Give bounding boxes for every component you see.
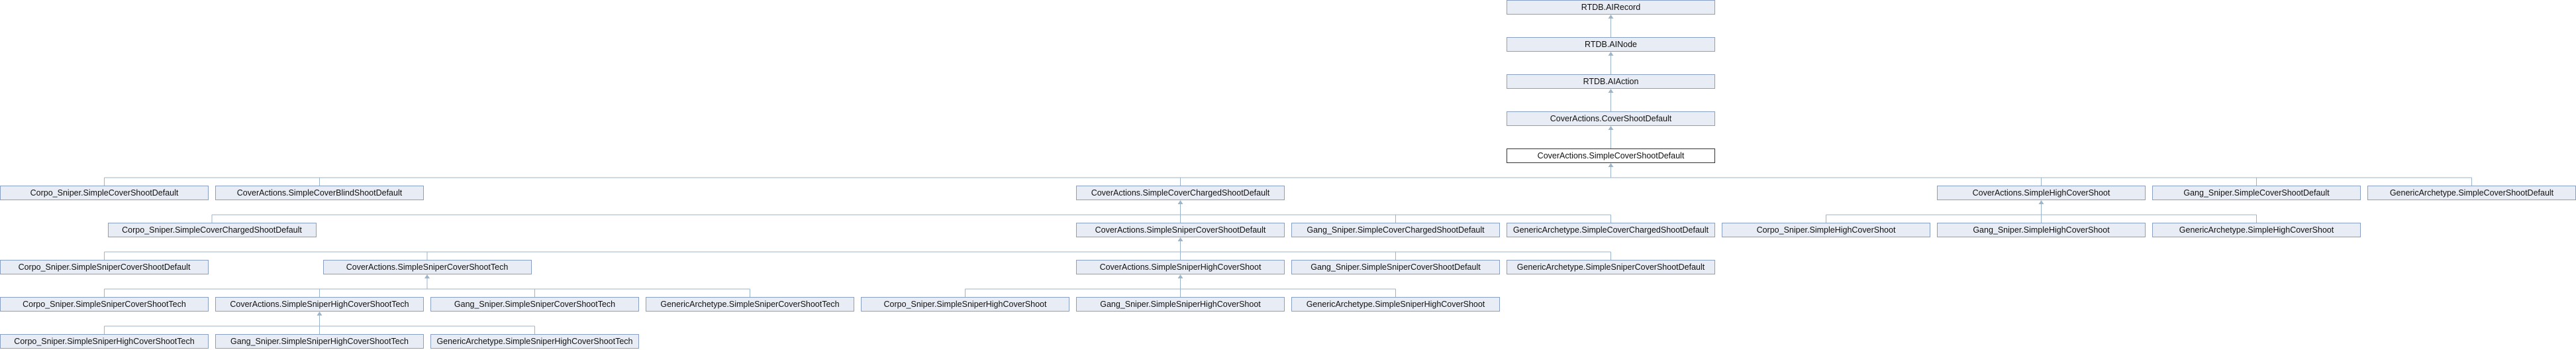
edge-arrowhead (1608, 126, 1614, 130)
class-node-generic-high[interactable]: GenericArchetype.SimpleHighCoverShoot (2152, 223, 2361, 237)
edge-arrowhead (1608, 52, 1614, 56)
class-node-corpo-simplecover[interactable]: Corpo_Sniper.SimpleCoverShootDefault (0, 186, 209, 200)
class-node-gang-sniperhightech[interactable]: Gang_Sniper.SimpleSniperHighCoverShootTe… (215, 334, 424, 349)
class-node-gang-charged[interactable]: Gang_Sniper.SimpleCoverChargedShootDefau… (1291, 223, 1500, 237)
class-node-corpo-snipercover[interactable]: Corpo_Sniper.SimpleSniperCoverShootDefau… (0, 260, 209, 274)
class-node-sniperhighcover[interactable]: CoverActions.SimpleSniperHighCoverShoot (1076, 260, 1285, 274)
class-node-highcovershoot[interactable]: CoverActions.SimpleHighCoverShoot (1937, 186, 2146, 200)
class-node-generic-sniperhightech[interactable]: GenericArchetype.SimpleSniperHighCoverSh… (430, 334, 639, 349)
class-node-corpo-high[interactable]: Corpo_Sniper.SimpleHighCoverShoot (1722, 223, 1930, 237)
class-node-generic-snipertech[interactable]: GenericArchetype.SimpleSniperCoverShootT… (646, 297, 854, 312)
class-node-generic-simplecover[interactable]: GenericArchetype.SimpleCoverShootDefault (2367, 186, 2576, 200)
edge-arrowhead (1177, 274, 1183, 278)
class-node-gang-high[interactable]: Gang_Sniper.SimpleHighCoverShoot (1937, 223, 2146, 237)
class-node-covershootdefault[interactable]: CoverActions.CoverShootDefault (1507, 111, 1715, 126)
class-node-gang-simplecover[interactable]: Gang_Sniper.SimpleCoverShootDefault (2152, 186, 2361, 200)
class-node-sniperhightech[interactable]: CoverActions.SimpleSniperHighCoverShootT… (215, 297, 424, 312)
class-node-gang-snipertech[interactable]: Gang_Sniper.SimpleSniperCoverShootTech (430, 297, 639, 312)
class-node-gang-sniperhigh[interactable]: Gang_Sniper.SimpleSniperHighCoverShoot (1076, 297, 1285, 312)
edge-arrowhead (2038, 200, 2044, 204)
class-node-snipercovertech[interactable]: CoverActions.SimpleSniperCoverShootTech (322, 260, 532, 274)
edge-arrowhead (1177, 200, 1183, 204)
class-node-airecord[interactable]: RTDB.AIRecord (1507, 0, 1715, 15)
edge-arrowhead (317, 312, 322, 316)
class-node-aiaction[interactable]: RTDB.AIAction (1507, 74, 1715, 89)
edge-arrowhead (1608, 89, 1614, 93)
class-node-simplecovershootdefault: CoverActions.SimpleCoverShootDefault (1507, 148, 1715, 163)
edge-arrowhead (424, 274, 430, 278)
class-node-generic-charged[interactable]: GenericArchetype.SimpleCoverChargedShoot… (1507, 223, 1715, 237)
class-node-generic-snipercover[interactable]: GenericArchetype.SimpleSniperCoverShootD… (1507, 260, 1715, 274)
class-node-snipercovershoot[interactable]: CoverActions.SimpleSniperCoverShootDefau… (1076, 223, 1285, 237)
edge-arrowhead (1608, 163, 1614, 167)
class-node-corpo-snipertech[interactable]: Corpo_Sniper.SimpleSniperCoverShootTech (0, 297, 209, 312)
class-node-gang-snipercover[interactable]: Gang_Sniper.SimpleSniperCoverShootDefaul… (1291, 260, 1500, 274)
edge-arrowhead (1177, 237, 1183, 241)
edge-arrowhead (1608, 15, 1614, 19)
class-node-chargedshoot[interactable]: CoverActions.SimpleCoverChargedShootDefa… (1076, 186, 1285, 200)
class-node-corpo-charged[interactable]: Corpo_Sniper.SimpleCoverChargedShootDefa… (107, 223, 317, 237)
class-node-blindshoot[interactable]: CoverActions.SimpleCoverBlindShootDefaul… (215, 186, 424, 200)
class-node-corpo-sniperhightech[interactable]: Corpo_Sniper.SimpleSniperHighCoverShootT… (0, 334, 209, 349)
class-node-corpo-sniperhigh[interactable]: Corpo_Sniper.SimpleSniperHighCoverShoot (861, 297, 1069, 312)
class-node-generic-sniperhigh[interactable]: GenericArchetype.SimpleSniperHighCoverSh… (1291, 297, 1500, 312)
class-node-ainode[interactable]: RTDB.AINode (1507, 37, 1715, 52)
